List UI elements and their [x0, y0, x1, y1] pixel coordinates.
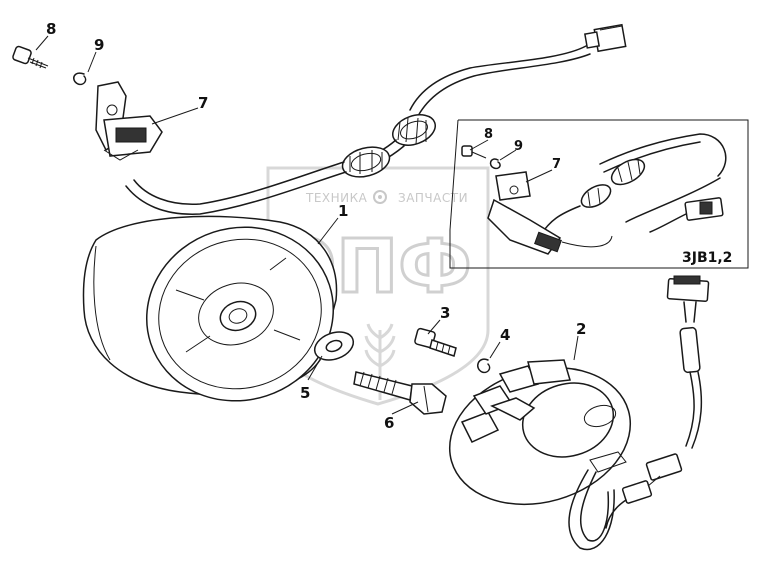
harness-grommet-lower	[341, 146, 391, 178]
variant-label: 3JB1,2	[682, 250, 732, 266]
coupler-lower	[621, 453, 683, 504]
inset-variant-box: 3JB1,2	[449, 119, 749, 269]
callout-1: 1	[338, 202, 348, 220]
callout-4: 4	[500, 326, 510, 344]
callout-6: 6	[384, 414, 394, 432]
flywheel-rotor	[82, 215, 338, 402]
callout-3: 3	[440, 304, 450, 322]
stator-assembly	[448, 359, 632, 551]
harness-connector	[584, 23, 627, 53]
inset-screw	[461, 145, 487, 159]
watermark-text-right: ЗАПЧАСТИ	[398, 191, 468, 205]
flywheel-bolt	[353, 371, 447, 415]
inset-callout-9: 9	[514, 139, 523, 154]
screw-small	[12, 45, 49, 69]
inset-coupler	[684, 197, 724, 221]
watermark-text-left: ТЕХНИКА	[305, 191, 368, 205]
gear-icon	[373, 190, 387, 204]
stator-screw	[414, 327, 457, 357]
callout-9: 9	[94, 36, 104, 54]
pickup-coil	[95, 81, 163, 161]
stator-lead-wire	[605, 275, 710, 529]
callout-8: 8	[46, 20, 56, 38]
callout-2: 2	[576, 320, 586, 338]
circlip	[477, 358, 491, 374]
inset-clip	[489, 158, 501, 170]
callout-7: 7	[198, 94, 208, 112]
clip-small	[73, 72, 87, 86]
inset-grommet	[580, 158, 646, 208]
inset-callout-7: 7	[552, 157, 561, 172]
harness-grommet-upper	[392, 114, 436, 146]
washer	[313, 331, 355, 361]
callout-5: 5	[300, 384, 310, 402]
callouts: 8 9 7 1 3 4 2 5 6 8 9 7	[46, 20, 586, 432]
wire-harness	[125, 23, 627, 215]
inset-callout-8: 8	[484, 127, 493, 142]
coupler-upper	[666, 275, 710, 302]
leader-lines	[35, 35, 579, 415]
inset-pickup-coil	[487, 171, 613, 255]
